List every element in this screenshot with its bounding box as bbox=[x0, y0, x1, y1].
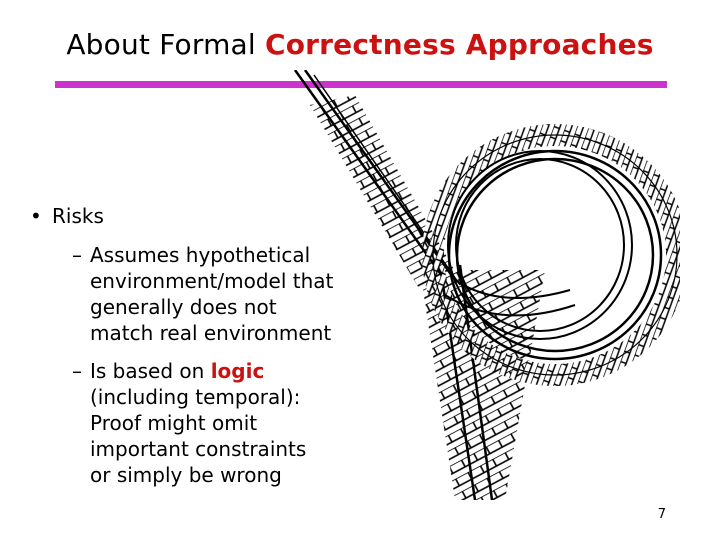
loop bbox=[422, 124, 680, 386]
sub2-line: (including temporal): bbox=[90, 385, 301, 409]
sub1-line: Assumes hypothetical bbox=[90, 243, 311, 267]
sub2-line: Proof might omit bbox=[90, 411, 258, 435]
bullet-text: Risks bbox=[52, 204, 104, 228]
sub2-line: important constraints bbox=[90, 437, 307, 461]
sub-bullet-marker: – bbox=[72, 359, 82, 383]
title-accent: Correctness Approaches bbox=[264, 28, 654, 61]
sub1-line: generally does not bbox=[90, 295, 277, 319]
sub2-first-line: Is based on logic bbox=[90, 358, 306, 384]
railroad-loop-illustration bbox=[293, 70, 680, 500]
sub2-text: Is based on bbox=[90, 359, 211, 383]
sub-bullet-marker: – bbox=[72, 243, 82, 267]
title-plain: About Formal bbox=[66, 28, 265, 61]
sub1-line: match real environment bbox=[90, 321, 332, 345]
slide-title: About Formal Correctness Approaches bbox=[0, 28, 720, 61]
sub1-line: environment/model that bbox=[90, 269, 334, 293]
bullet-marker: • bbox=[30, 204, 42, 228]
logic-emphasis: logic bbox=[210, 359, 265, 383]
sub2-line: or simply be wrong bbox=[90, 463, 282, 487]
title-underline bbox=[55, 81, 667, 88]
bullet-risks: • Risks bbox=[30, 204, 104, 228]
page-number: 7 bbox=[657, 507, 666, 522]
